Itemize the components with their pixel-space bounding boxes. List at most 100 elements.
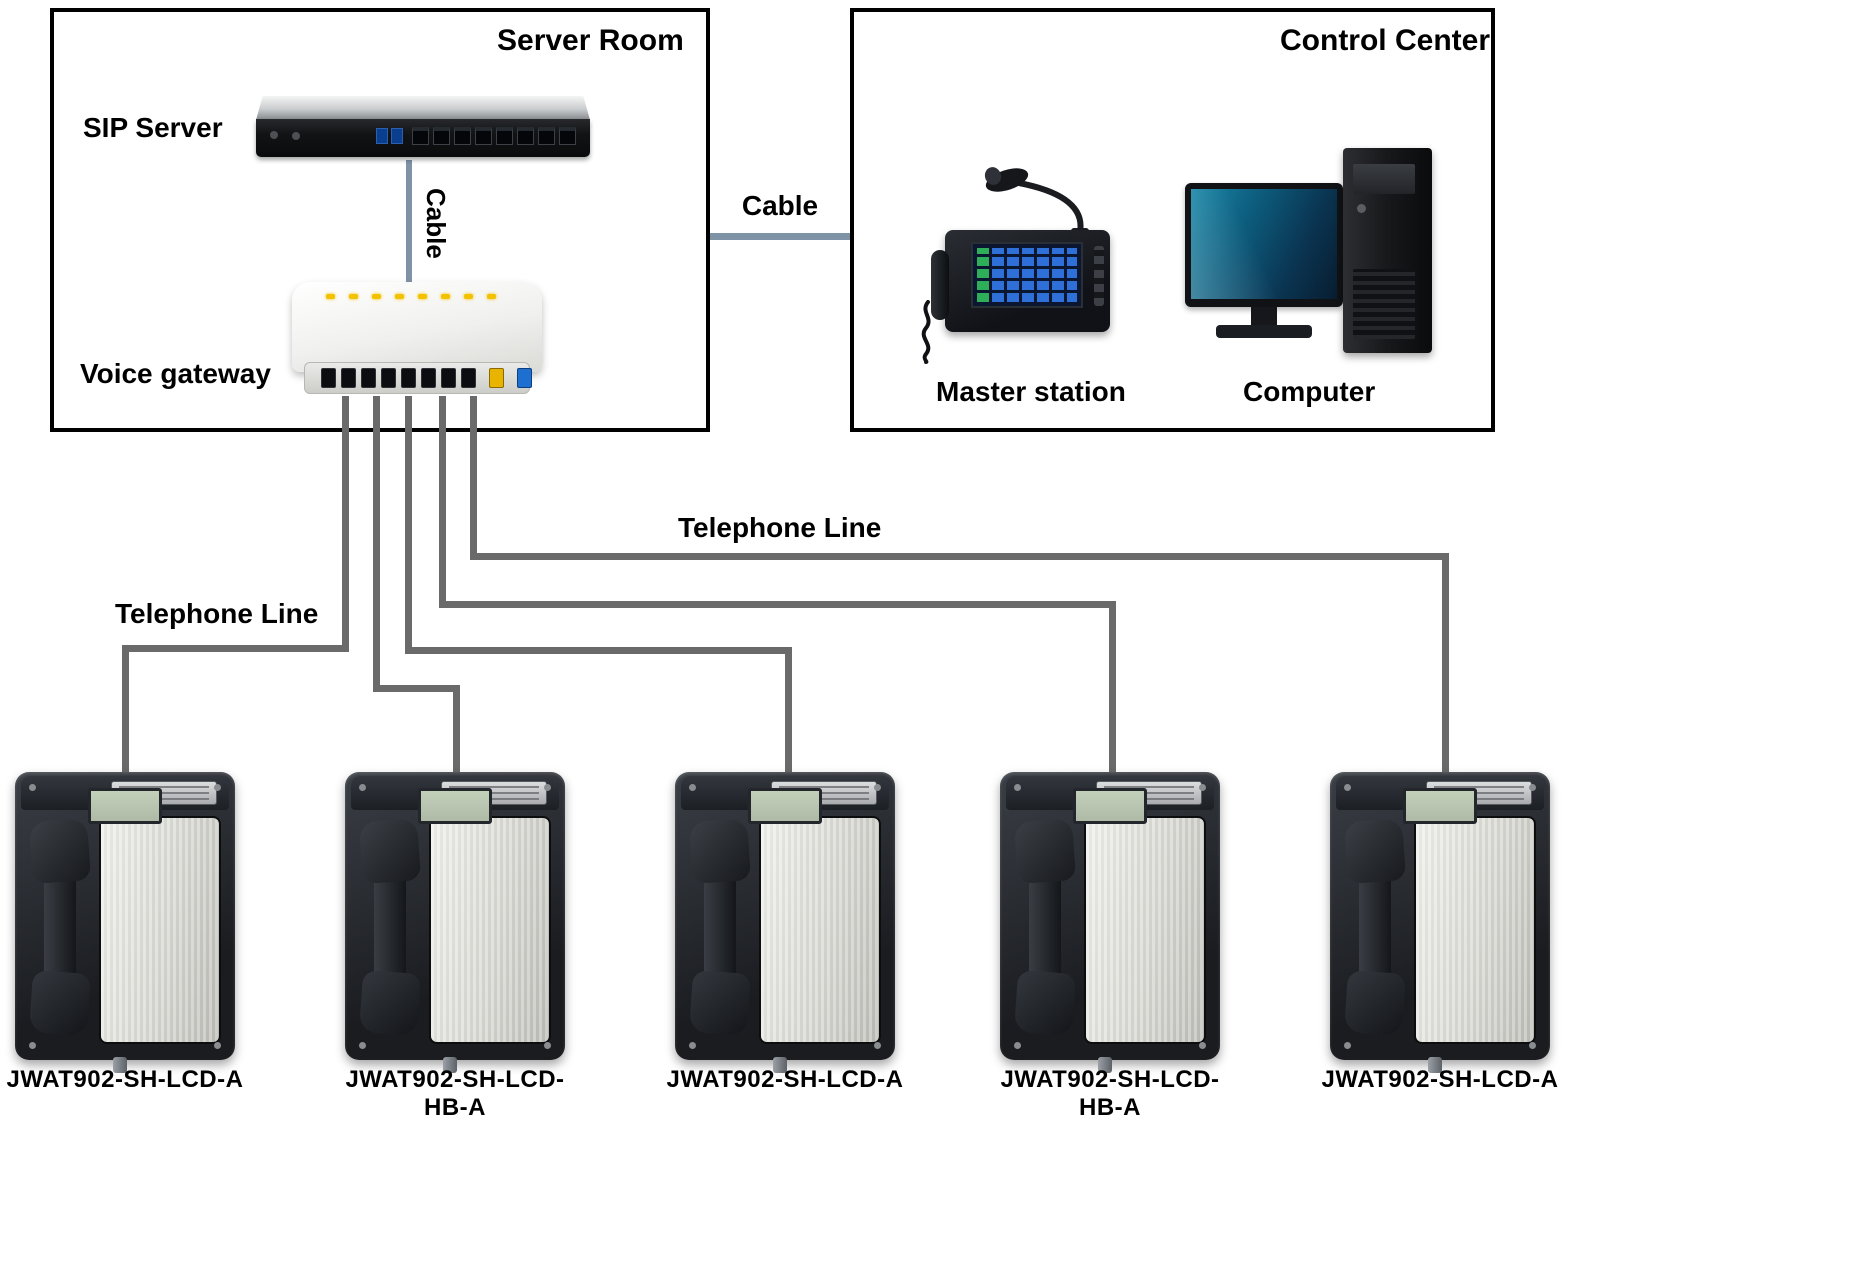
led-icon: [464, 294, 473, 299]
telephone-line-segment: [373, 685, 460, 692]
cable-connection: [710, 233, 850, 240]
control-center-title: Control Center: [1280, 24, 1490, 57]
usb-port-icon: [376, 128, 388, 144]
sip-server-label: SIP Server: [83, 112, 223, 143]
power-button-icon: [1357, 204, 1366, 213]
ethernet-port-icon: [433, 127, 450, 145]
server-screw-icon: [270, 131, 278, 139]
telephone-model-label: JWAT902-SH-LCD-A: [666, 1066, 904, 1093]
master-station-device: [931, 230, 1110, 332]
corner-screws-icon: [689, 784, 696, 791]
telephone-line-segment: [785, 647, 792, 777]
ethernet-port-icon: [517, 127, 534, 145]
telephone-handset: [358, 818, 422, 1036]
phone-port-icon: [321, 368, 336, 388]
handset-mouthpiece: [1343, 970, 1407, 1036]
led-icon: [395, 294, 404, 299]
station-handset-icon: [931, 250, 949, 320]
server-front-panel: [256, 119, 590, 157]
telephone-model-label: JWAT902-SH-LCD-A: [6, 1066, 244, 1093]
gooseneck-microphone-icon: [984, 167, 1089, 242]
wan-port-icon: [489, 368, 504, 388]
phone-port-icon: [341, 368, 356, 388]
gateway-top-panel: [292, 282, 542, 372]
weatherproof-telephone: [675, 772, 895, 1073]
cable-gland-icon: [773, 1057, 787, 1073]
weatherproof-telephone: [15, 772, 235, 1073]
telephone-line-segment: [439, 396, 446, 608]
telephone-faceplate: [429, 816, 551, 1044]
telephone-line-segment: [439, 601, 1116, 608]
telephone-line-segment: [405, 396, 412, 654]
monitor-frame: [1185, 183, 1343, 307]
telephone-line-label-right: Telephone Line: [678, 512, 882, 543]
ethernet-port-icon: [412, 127, 429, 145]
handset-earpiece: [28, 818, 92, 884]
telephone-handset: [28, 818, 92, 1036]
cable-label: Cable: [741, 190, 819, 221]
telephone-line-segment: [453, 685, 460, 777]
telephone-line-segment: [470, 553, 1449, 560]
ethernet-port-icon: [475, 127, 492, 145]
computer-label: Computer: [1243, 376, 1376, 407]
telephone-line-segment: [1109, 601, 1116, 777]
control-center-box: [850, 8, 1495, 432]
telephone-handset: [688, 818, 752, 1036]
server-top-panel: [256, 96, 590, 120]
voice-gateway-label: Voice gateway: [80, 358, 271, 389]
telephone-line-segment: [342, 396, 349, 652]
ethernet-port-icon: [496, 127, 513, 145]
handset-mouthpiece: [688, 970, 752, 1036]
gateway-port-panel: [304, 362, 532, 394]
server-gateway-cable-label: Cable: [421, 188, 451, 259]
usb-port-icon: [391, 128, 403, 144]
telephone-model-label: JWAT902-SH-LCD-HB-A: [345, 1066, 565, 1121]
phone-port-icon: [381, 368, 396, 388]
cable-gland-icon: [113, 1057, 127, 1073]
telephone-line-segment: [405, 647, 792, 654]
dispatch-screen: [971, 242, 1083, 308]
master-station-label: Master station: [936, 376, 1126, 407]
telephone-line-segment: [373, 396, 380, 692]
ethernet-port-row: [412, 127, 576, 145]
cable-gland-icon: [1098, 1057, 1112, 1073]
weatherproof-telephone: [345, 772, 565, 1073]
led-icon: [372, 294, 381, 299]
telephone-model-label: JWAT902-SH-LCD-A: [1321, 1066, 1559, 1093]
phone-port-icon: [401, 368, 416, 388]
voice-gateway-device: [292, 282, 542, 396]
gateway-port-row: [321, 368, 532, 388]
dispatch-button-grid: [977, 248, 1077, 302]
led-icon: [326, 294, 335, 299]
gateway-led-row: [326, 294, 496, 299]
telephone-handset: [1013, 818, 1077, 1036]
handset-earpiece: [1343, 818, 1407, 884]
led-icon: [349, 294, 358, 299]
weatherproof-telephone: [1000, 772, 1220, 1073]
monitor-screen: [1191, 189, 1337, 299]
computer-tower: [1343, 148, 1432, 353]
phone-port-icon: [441, 368, 456, 388]
telephone-line-segment: [122, 645, 129, 777]
corner-screws-icon: [1344, 784, 1351, 791]
telephone-faceplate: [1084, 816, 1206, 1044]
drive-bay: [1353, 164, 1415, 194]
monitor-base: [1216, 325, 1312, 338]
telephone-faceplate: [99, 816, 221, 1044]
corner-screws-icon: [29, 784, 36, 791]
phone-port-icon: [361, 368, 376, 388]
usb-ports: [376, 128, 403, 144]
ethernet-port-icon: [454, 127, 471, 145]
telephone-lcd: [1073, 788, 1147, 824]
telephone-lcd: [748, 788, 822, 824]
led-icon: [418, 294, 427, 299]
server-room-box: [50, 8, 710, 432]
handset-earpiece: [688, 818, 752, 884]
server-gateway-cable: [406, 160, 412, 286]
telephone-faceplate: [1414, 816, 1536, 1044]
lan-port-icon: [517, 368, 532, 388]
handset-mouthpiece: [28, 970, 92, 1036]
telephone-lcd: [1403, 788, 1477, 824]
telephone-line-segment: [470, 396, 477, 560]
